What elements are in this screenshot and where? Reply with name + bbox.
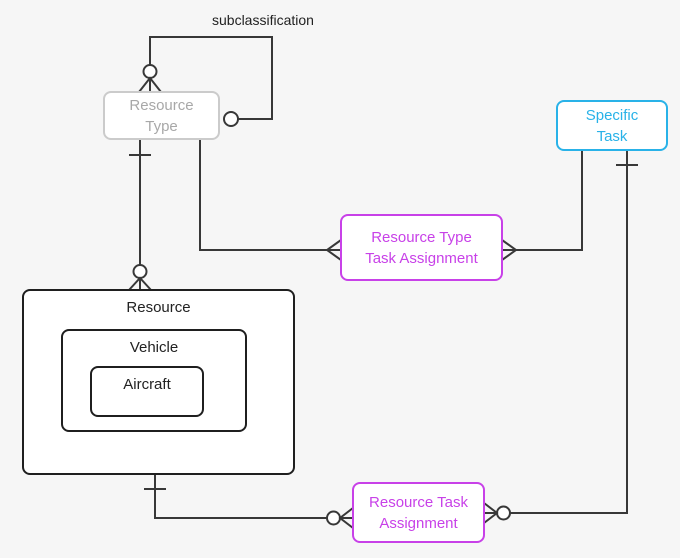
node-label-line: Type	[145, 117, 178, 135]
cardinality-zero-circle	[326, 510, 341, 526]
cardinality-zero-circle	[132, 264, 148, 279]
edge-label-subclassification: subclassification	[212, 12, 314, 28]
cardinality-zero-circle	[496, 505, 511, 521]
node-resource-type-task-assignment: Resource Type Task Assignment	[340, 214, 503, 281]
edge-resource-type-to-rtta-path	[199, 140, 327, 251]
node-label-line: Task Assignment	[365, 249, 478, 267]
node-resource-type: Resource Type	[103, 91, 220, 140]
edge-rtta-to-specific-task-path	[516, 151, 583, 251]
node-label-line: Resource	[129, 96, 194, 114]
cardinality-crowfoot	[483, 502, 499, 524]
node-specific-task: Specific Task	[556, 100, 668, 151]
node-label-line: Resource Type	[371, 228, 472, 246]
cardinality-zero-circle	[223, 111, 239, 127]
edge-subclassification-path	[149, 36, 273, 120]
node-label-line: Resource Task	[369, 493, 468, 511]
node-label-line: Specific	[585, 106, 639, 124]
node-label-line: Resource	[126, 299, 191, 316]
cardinality-crowfoot	[128, 276, 152, 291]
node-aircraft: Aircraft	[90, 366, 204, 417]
cardinality-crowfoot	[325, 239, 342, 261]
edge-resource-to-rta-path	[154, 475, 327, 519]
node-resource-task-assignment: Resource Task Assignment	[352, 482, 485, 543]
node-label-line: Assignment	[379, 514, 458, 532]
node-label-line: Task	[596, 127, 628, 145]
node-label-line: Aircraft	[123, 376, 171, 393]
cardinality-crowfoot	[138, 76, 162, 93]
node-label-line: Vehicle	[129, 339, 179, 356]
cardinality-crowfoot	[338, 507, 354, 529]
cardinality-zero-circle	[142, 64, 158, 79]
cardinality-crowfoot	[501, 239, 518, 261]
edge-specific-task-to-rta-path	[510, 151, 628, 514]
